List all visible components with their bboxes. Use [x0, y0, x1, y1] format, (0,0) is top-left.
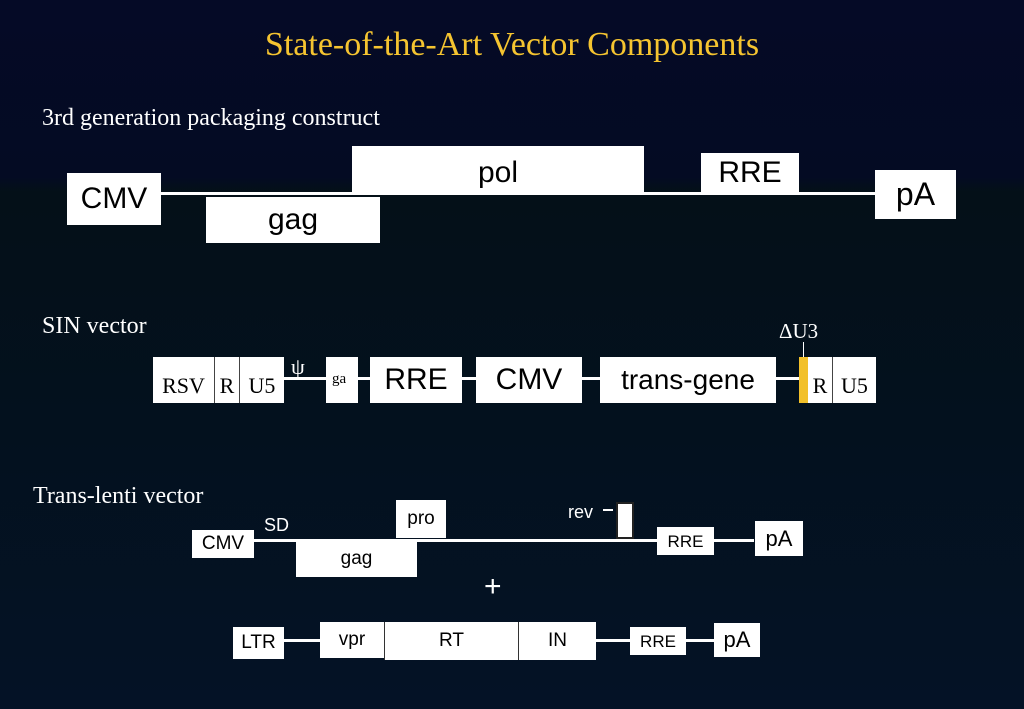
sin-u5-box-right: U5 [833, 357, 876, 403]
trans-pa-box: pA [755, 521, 803, 556]
sin-rre-box: RRE [370, 357, 462, 403]
delta-u3-pointer [803, 342, 804, 358]
packaging-cmv-box: CMV [67, 173, 161, 225]
trans-lenti-label: Trans-lenti vector [33, 483, 204, 509]
trans-rt-box: RT [384, 622, 518, 660]
sin-vector-label: SIN vector [42, 313, 147, 339]
trans-sd-label: SD [264, 515, 290, 535]
packaging-rre-box: RRE [701, 153, 799, 193]
packaging-construct-label: 3rd generation packaging construct [42, 105, 380, 131]
sin-u5-box-left: U5 [240, 357, 284, 403]
trans-ltr-box: LTR [233, 627, 284, 659]
sin-ga-box: ga [326, 357, 358, 403]
trans-pro-box: pro [396, 500, 446, 538]
sin-r-box-right: R [808, 357, 833, 403]
rev-pointer-line [603, 509, 613, 511]
delta-u3-label: ΔU3 [779, 319, 819, 343]
trans-vpr-box: vpr [320, 622, 384, 658]
plus-sign: + [484, 570, 502, 603]
slide-title: State-of-the-Art Vector Components [264, 26, 760, 63]
sin-transgene-box: trans-gene [600, 357, 776, 403]
trans-rev-box [616, 502, 634, 539]
trans-rre-box-2: RRE [630, 627, 686, 655]
sin-r-box-left: R [215, 357, 240, 403]
trans-in-box: IN [518, 622, 596, 660]
trans-gag-box: gag [296, 541, 417, 577]
packaging-pa-box: pA [875, 170, 956, 219]
trans-pa-box-2: pA [714, 623, 760, 657]
packaging-gag-box: gag [206, 197, 380, 243]
sin-ga-label: ga [332, 371, 347, 387]
packaging-backbone-line [160, 192, 878, 195]
trans-rev-label: rev [568, 502, 594, 522]
trans-backbone-line-1 [254, 539, 754, 542]
delta-u3-marker [799, 357, 808, 403]
trans-rre-box: RRE [657, 527, 714, 555]
sin-cmv-box: CMV [476, 357, 582, 403]
packaging-pol-box: pol [352, 146, 644, 193]
trans-cmv-box: CMV [192, 530, 254, 558]
psi-symbol: ψ [291, 354, 305, 379]
sin-rsv-box: RSV [153, 357, 215, 403]
